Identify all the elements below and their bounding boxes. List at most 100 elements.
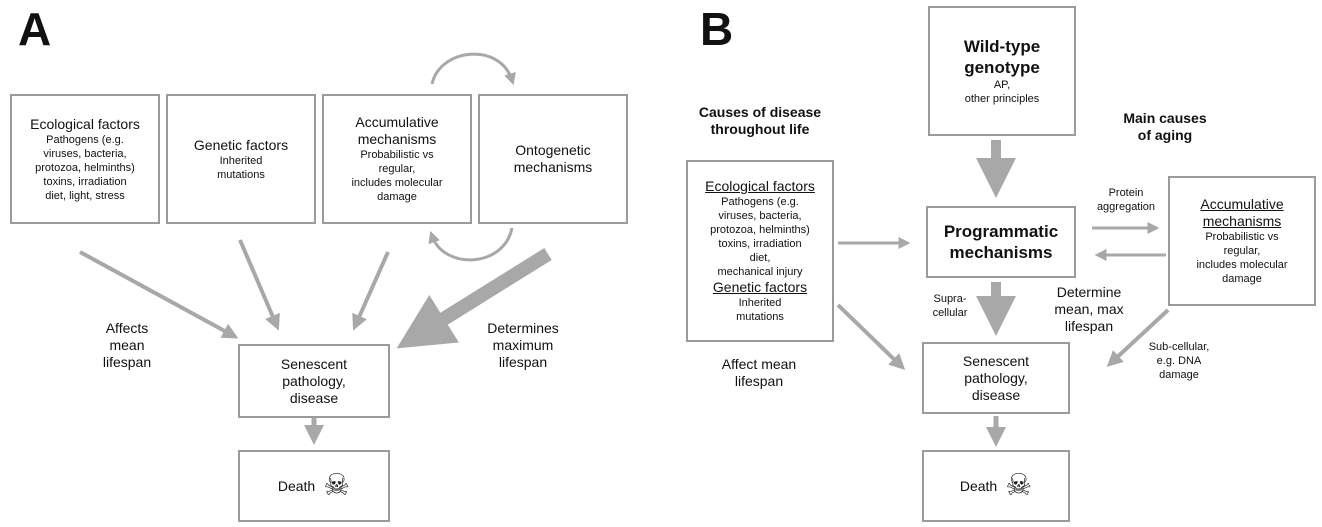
senescent-line: disease (289, 389, 339, 406)
senescent-line: pathology, (282, 372, 346, 389)
wildtype-title-line: Wild-type (963, 37, 1041, 56)
senescent-line-b: Senescent (962, 352, 1030, 369)
causes-label-line: throughout life (710, 121, 810, 137)
arrow-ontogenetic-to-senescent (396, 248, 552, 349)
affects-label-line: mean (109, 337, 145, 353)
accumulative-title-line-b: mechanisms (1202, 213, 1282, 229)
ecological-line-b: mechanical injury (717, 266, 803, 278)
accumulative-mechanisms-box: Accumulative mechanisms Probabilistic vs… (322, 94, 472, 224)
accumulative-line-b: includes molecular (1196, 259, 1288, 271)
wild-type-genotype-box: Wild-type genotype AP, other principles (928, 6, 1076, 136)
ecological-line-b: protozoa, helminths) (710, 224, 810, 236)
genetic-factors-box: Genetic factors Inherited mutations (166, 94, 316, 224)
senescent-line-b: pathology, (964, 369, 1028, 386)
determine-label-line: mean, max (1054, 301, 1124, 317)
accumulative-title-line: mechanisms (357, 131, 437, 147)
ecological-factors-title-b: Ecological factors (705, 178, 815, 194)
wildtype-title-line: genotype (964, 58, 1040, 77)
senescent-line: Senescent (280, 355, 348, 372)
accumulative-title-line: Accumulative (355, 114, 439, 130)
determines-maximum-lifespan-label: Determines maximum lifespan (468, 320, 578, 371)
accumulative-line: damage (377, 191, 417, 203)
senescent-pathology-box-b: Senescent pathology, disease (922, 342, 1070, 414)
determines-label-line: lifespan (498, 354, 548, 370)
panel-a-letter: A (18, 3, 52, 55)
arrow-ecological-to-senescent (79, 250, 239, 339)
ecological-line: diet, light, stress (45, 189, 125, 202)
ecological-line: protozoa, helminths) (35, 161, 135, 174)
subcellular-line: damage (1159, 369, 1199, 381)
arrow-accumulative-to-senescent-b (1106, 308, 1170, 367)
skull-crossbones-icon: ☠ (1005, 468, 1033, 503)
protein-aggregation-line: aggregation (1096, 201, 1156, 213)
accumulative-title-line-b: Accumulative (1200, 196, 1284, 212)
supracellular-line: Supra- (933, 293, 967, 305)
determines-label-line: Determines (487, 320, 559, 336)
accumulative-line-b: damage (1222, 273, 1262, 285)
determine-label-line: Determine (1056, 284, 1122, 300)
ontogenetic-mechanisms-box: Ontogenetic mechanisms (478, 94, 628, 224)
ontogenetic-title-line: Ontogenetic (515, 142, 591, 158)
affect-mean-line: Affect mean (721, 356, 797, 372)
protein-aggregation-label: Protein aggregation (1086, 186, 1166, 214)
affects-label-line: Affects (105, 320, 149, 336)
sub-cellular-label: Sub-cellular, e.g. DNA damage (1134, 340, 1224, 382)
death-label: Death (277, 477, 316, 494)
programmatic-line: Programmatic (943, 222, 1059, 241)
ontogenetic-title-line: mechanisms (513, 159, 593, 175)
skull-crossbones-icon: ☠ (323, 468, 351, 503)
causes-of-disease-label: Causes of disease throughout life (680, 104, 840, 138)
accumulative-line-b: regular, (1223, 245, 1261, 257)
wildtype-line: AP, (993, 79, 1011, 91)
genetic-line: Inherited (219, 154, 263, 167)
genetic-factors-title: Genetic factors (193, 136, 289, 153)
determine-label-line: lifespan (1064, 318, 1114, 334)
supracellular-line: cellular (932, 307, 968, 319)
arrow-accumulative-to-senescent (352, 251, 390, 331)
programmatic-line: mechanisms (949, 243, 1053, 262)
subcellular-line: e.g. DNA (1156, 355, 1202, 367)
ecological-line-b: toxins, irradiation (718, 238, 802, 250)
determine-mean-max-lifespan-label: Determine mean, max lifespan (1034, 284, 1144, 335)
accumulative-line: includes molecular (351, 177, 443, 189)
causes-of-disease-box: Ecological factors Pathogens (e.g. virus… (686, 160, 834, 342)
main-causes-line: of aging (1137, 127, 1193, 143)
accumulative-line: Probabilistic vs (360, 149, 434, 161)
arrow-leftbox-to-senescent (836, 303, 906, 371)
determines-label-line: maximum (492, 337, 554, 353)
affect-mean-line: lifespan (734, 373, 784, 389)
cycle-arrow-top (430, 52, 516, 86)
panel-b-letter: B (700, 3, 734, 55)
accumulative-line-b: Probabilistic vs (1205, 231, 1279, 243)
genetic-line-b: Inherited (738, 297, 782, 309)
ecological-line: viruses, bacteria, (43, 147, 127, 160)
genetic-line: mutations (217, 168, 265, 181)
affects-label-line: lifespan (102, 354, 152, 370)
ecological-line-b: diet, (749, 252, 771, 264)
ecological-line-b: viruses, bacteria, (718, 210, 802, 222)
main-causes-of-aging-label: Main causes of aging (1100, 110, 1230, 144)
supracellular-label: Supra- cellular (920, 292, 980, 320)
wildtype-line: other principles (964, 93, 1040, 105)
subcellular-line: Sub-cellular, (1148, 341, 1210, 353)
affects-mean-lifespan-label: Affects mean lifespan (72, 320, 182, 371)
ecological-factors-title: Ecological factors (30, 115, 140, 132)
causes-label-line: Causes of disease (698, 104, 822, 120)
arrow-genetic-to-senescent (238, 239, 280, 331)
ecological-line-b: Pathogens (e.g. (721, 196, 799, 208)
senescent-line-b: disease (971, 386, 1021, 403)
programmatic-mechanisms-box: Programmatic mechanisms (926, 206, 1076, 278)
affect-mean-lifespan-label: Affect mean lifespan (694, 356, 824, 390)
ecological-factors-box: Ecological factors Pathogens (e.g. virus… (10, 94, 160, 224)
death-box-b: Death ☠ (922, 450, 1070, 522)
accumulative-mechanisms-box-b: Accumulative mechanisms Probabilistic vs… (1168, 176, 1316, 306)
senescent-pathology-box-a: Senescent pathology, disease (238, 344, 390, 418)
ecological-line: toxins, irradiation (43, 175, 127, 188)
death-label-b: Death (959, 477, 998, 494)
protein-aggregation-line: Protein (1108, 187, 1144, 199)
death-box-a: Death ☠ (238, 450, 390, 522)
genetic-line-b: mutations (736, 311, 784, 323)
cycle-arrow-bottom (428, 227, 514, 262)
genetic-factors-title-b: Genetic factors (712, 279, 808, 295)
